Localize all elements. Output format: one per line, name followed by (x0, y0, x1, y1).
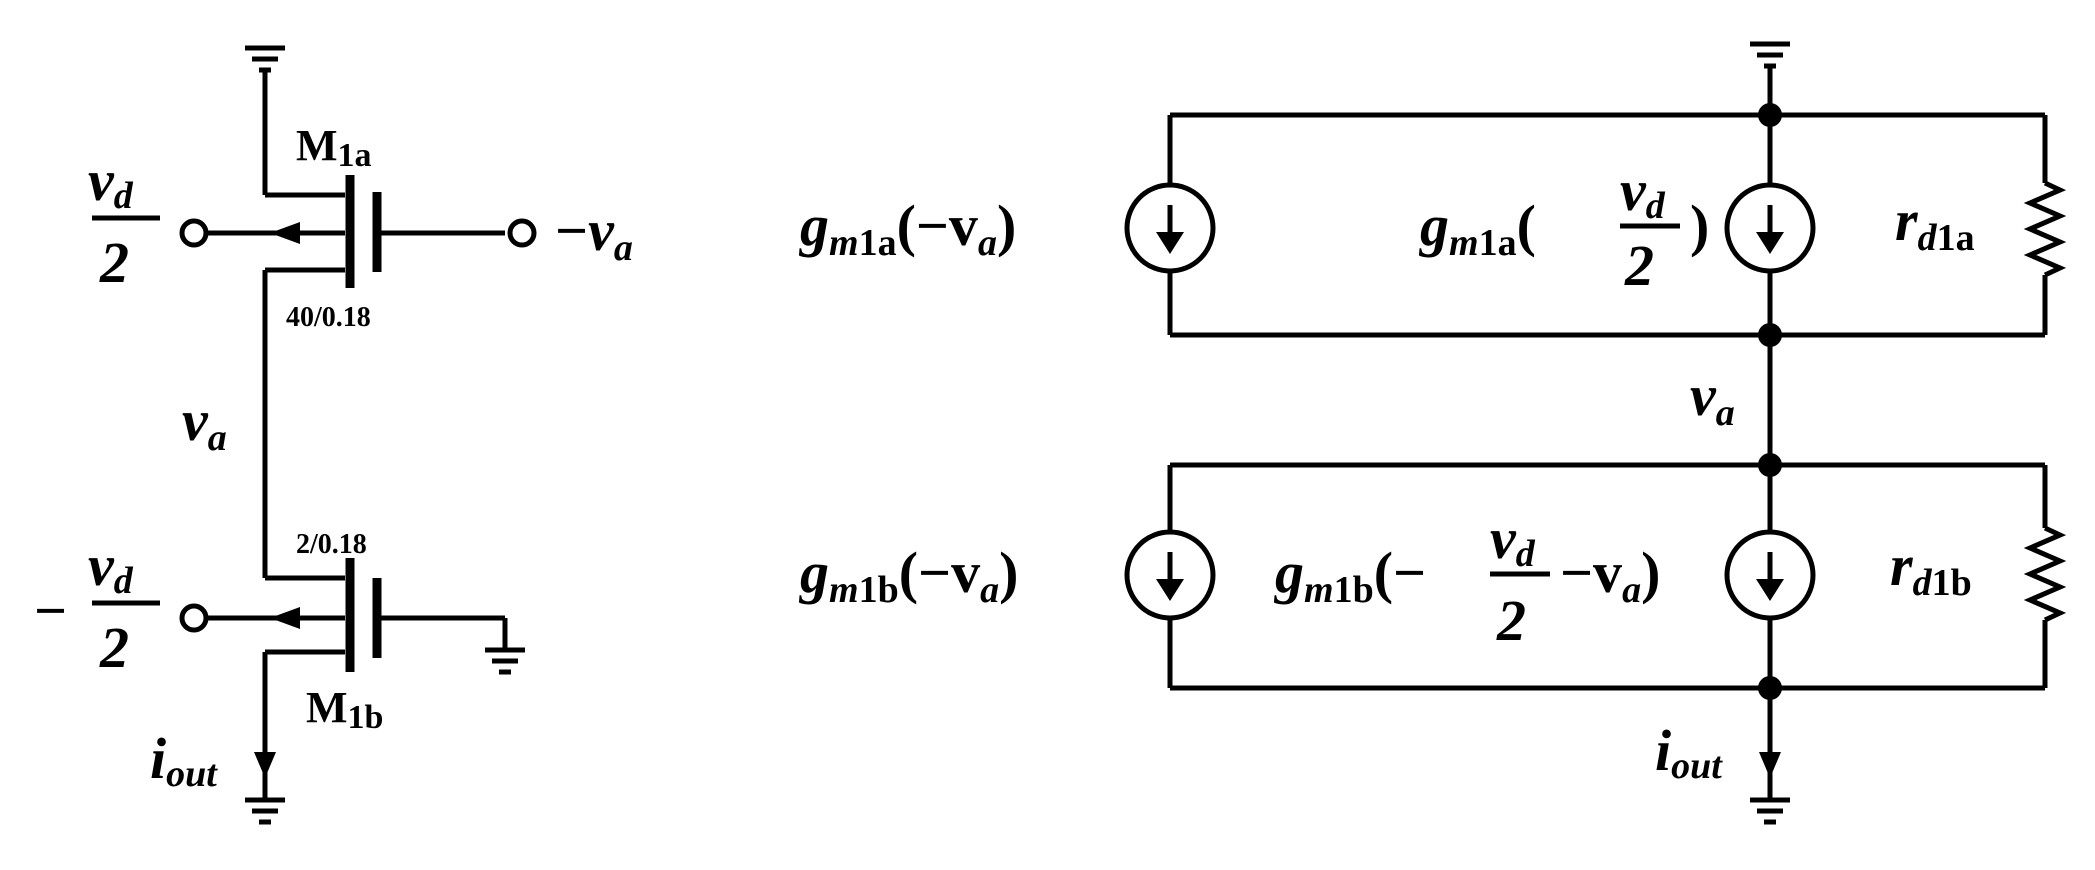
m1a-label: M1a (296, 121, 372, 174)
label-gm1a-neg-va: gm1a(−va) (798, 193, 1016, 264)
terminal-neg-vd-half (179, 603, 209, 633)
ground-symbol-bottom-left (245, 800, 285, 822)
label-rd1a: rd1a (1895, 188, 1975, 259)
label-gm1b-neg-vd-half-minus-va: gm1b(− vd 2 −va) (1273, 506, 1660, 653)
label-gm1b-neg-va: gm1b(−va) (798, 540, 1018, 611)
svg-text:gm1a(: gm1a( (1418, 193, 1536, 264)
left-labels: M1a 40/0.18 2/0.18 M1b vd 2 −va va − vd … (34, 121, 633, 795)
svg-text:gm1b(−: gm1b(− (1273, 540, 1426, 611)
svg-text:): ) (1690, 193, 1709, 258)
m1a-arrow (270, 222, 300, 244)
terminal-m1a-gate (507, 218, 537, 248)
junction-dot (1758, 103, 1782, 127)
m1b-size: 2/0.18 (296, 529, 367, 560)
m1b-arrow (270, 607, 300, 629)
svg-text:vd: vd (1620, 158, 1666, 227)
svg-text:vd: vd (1490, 506, 1536, 575)
iout-arrow-right (1759, 752, 1781, 778)
current-source-gm1a-vd-half (1724, 182, 1816, 274)
label-neg-vd-half-bottom: − vd 2 (34, 533, 160, 680)
svg-text:2: 2 (1496, 588, 1526, 653)
svg-text:vd: vd (88, 148, 134, 217)
ground-symbol-m1b-gate (485, 650, 525, 672)
left-transistor-circuit (179, 0, 537, 822)
resistor-rd1b (2023, 525, 2067, 623)
terminal-vd-half (179, 218, 209, 248)
label-va-right: va (1690, 363, 1735, 434)
svg-text:−va): −va) (1560, 540, 1660, 611)
svg-text:2: 2 (99, 230, 129, 295)
junction-dot (1758, 676, 1782, 700)
ground-symbol-top-left (245, 0, 285, 70)
junction-dot (1758, 453, 1782, 477)
label-neg-va-gate: −va (555, 198, 633, 269)
right-small-signal-circuit (1124, 44, 2067, 822)
svg-text:vd: vd (88, 533, 134, 602)
ground-symbol-top-right (1750, 44, 1790, 66)
m1a-size: 40/0.18 (286, 302, 371, 333)
label-vd-half-top: vd 2 (88, 148, 160, 295)
svg-text:2: 2 (1624, 233, 1654, 298)
label-rd1b: rd1b (1890, 533, 1972, 604)
current-source-gm1b-neg-vd-half-minus-va (1724, 529, 1816, 621)
current-source-gm1b-neg-va (1124, 529, 1216, 621)
junction-dot (1758, 323, 1782, 347)
svg-text:−: − (34, 578, 67, 643)
label-va-left: va (182, 388, 227, 459)
ground-symbol-bottom-right (1750, 800, 1790, 822)
label-iout-left: iout (150, 726, 218, 795)
m1b-label: M1b (306, 683, 383, 736)
svg-text:2: 2 (99, 615, 129, 680)
label-gm1a-vd-half: gm1a( vd 2 ) (1418, 158, 1709, 298)
current-source-gm1a-neg-va (1124, 182, 1216, 274)
right-labels: gm1a(−va) gm1a( vd 2 ) rd1a va gm1b(−va)… (798, 158, 1975, 787)
label-iout-right: iout (1655, 718, 1723, 787)
iout-arrow-left (254, 752, 276, 778)
resistor-rd1a (2023, 180, 2067, 278)
